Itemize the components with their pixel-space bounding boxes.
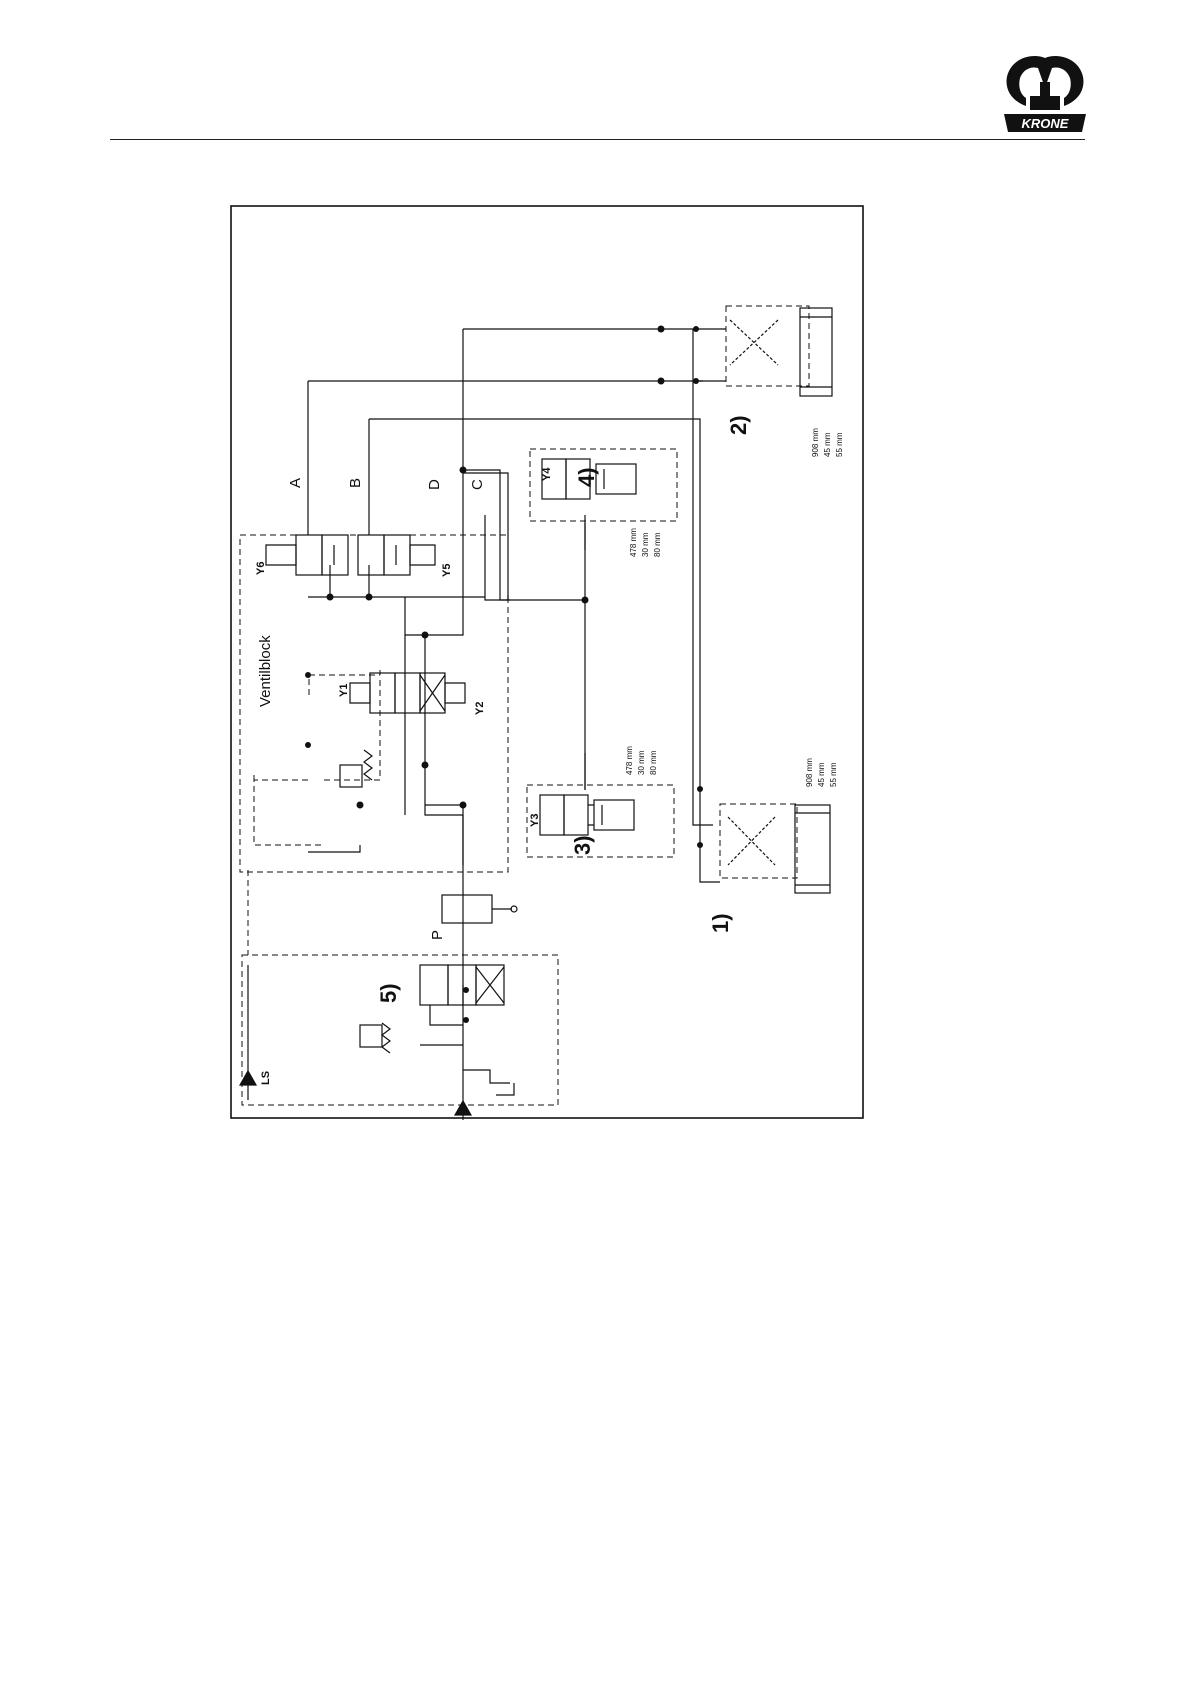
cyl1-spec-3: 55 mm xyxy=(829,762,838,787)
group-label-1: 1) xyxy=(708,913,733,933)
solenoid-y5: Y5 xyxy=(441,564,453,577)
cyl1-spec-1: 908 mm xyxy=(805,758,814,787)
hydraulic-lines xyxy=(248,329,726,1120)
group-3-box xyxy=(527,785,674,857)
cyl4-spec-2: 30 mm xyxy=(641,532,650,557)
cyl3-spec-2: 30 mm xyxy=(637,750,646,775)
valve-block-box xyxy=(240,535,508,872)
port-label-ls: LS xyxy=(260,1071,272,1085)
solenoid-y2: Y2 xyxy=(474,702,486,715)
valve-block-label: Ventilblock xyxy=(257,635,274,707)
cyl2-spec-2: 45 mm xyxy=(823,432,832,457)
port-label-d: D xyxy=(426,479,443,490)
group-label-3: 3) xyxy=(570,835,595,855)
port-label-p: P xyxy=(429,930,446,940)
port-label-b: B xyxy=(347,478,364,488)
cyl4-spec-3: 80 mm xyxy=(653,532,662,557)
port-label-a: A xyxy=(287,478,304,488)
group-1-box xyxy=(720,804,797,878)
cyl3-spec-1: 478 mm xyxy=(625,746,634,775)
group-label-2: 2) xyxy=(726,415,751,435)
hydraulic-schematic: A B D C P LS Ventilblock Y6 Y5 Y1 Y2 Y3 … xyxy=(230,205,865,1120)
diagram-labels: A B D C P LS Ventilblock Y6 Y5 Y1 Y2 Y3 … xyxy=(255,415,844,1085)
cyl2-spec-1: 908 mm xyxy=(811,428,820,457)
group-5-box xyxy=(242,955,558,1105)
cyl2-spec-3: 55 mm xyxy=(835,432,844,457)
port-label-c: C xyxy=(469,479,486,490)
brand-text: KRONE xyxy=(1022,116,1069,131)
krone-logo: KRONE xyxy=(1000,52,1090,138)
group-2-box xyxy=(726,306,809,386)
solenoid-y6: Y6 xyxy=(255,562,267,575)
group-label-5: 5) xyxy=(376,983,401,1003)
dashed-groups xyxy=(240,306,809,1105)
solenoid-y1: Y1 xyxy=(338,684,350,697)
cyl3-spec-3: 80 mm xyxy=(649,750,658,775)
solenoid-y4: Y4 xyxy=(541,467,553,481)
header-divider xyxy=(110,139,1085,140)
cyl1-spec-2: 45 mm xyxy=(817,762,826,787)
diagram-frame xyxy=(231,206,863,1118)
group-label-4: 4) xyxy=(574,467,599,487)
cyl4-spec-1: 478 mm xyxy=(629,528,638,557)
solenoid-y3: Y3 xyxy=(529,814,541,827)
junction-dots xyxy=(305,326,703,1024)
